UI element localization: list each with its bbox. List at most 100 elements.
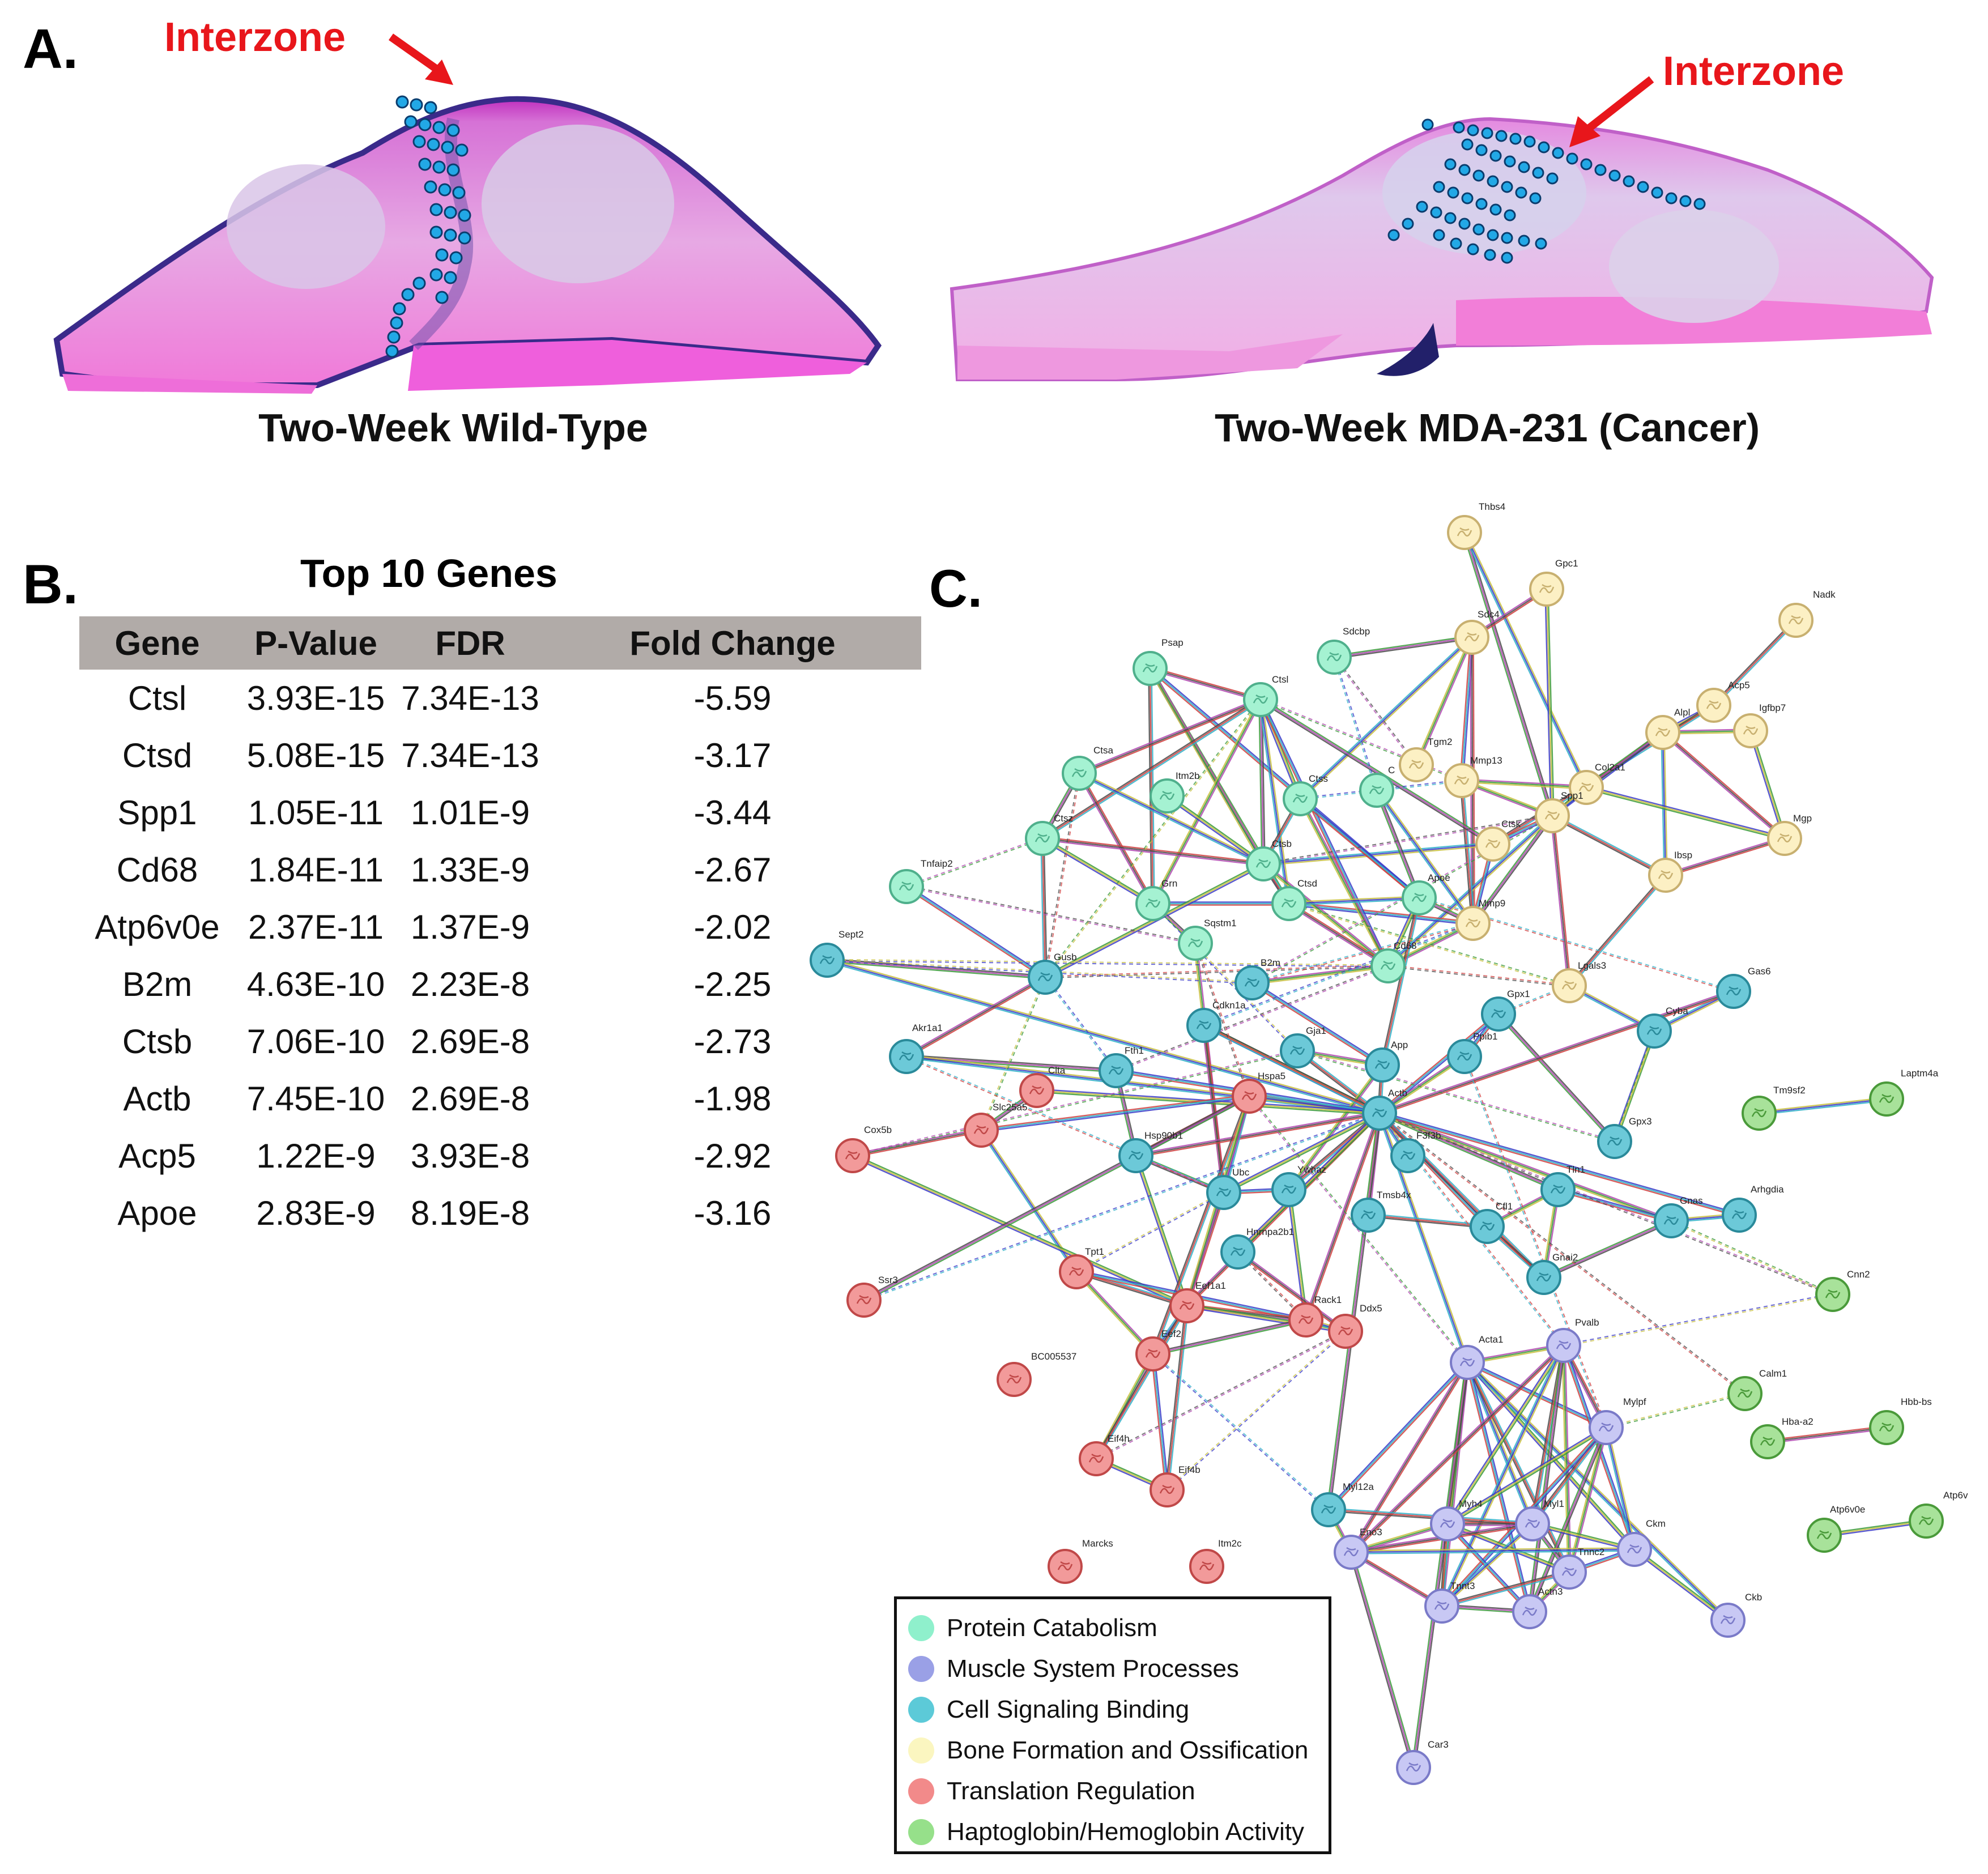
network-edge: [1533, 1428, 1608, 1526]
network-edge: [1474, 816, 1555, 925]
network-edge: [1543, 1220, 1672, 1279]
network-node-label: Myl12a: [1343, 1481, 1374, 1492]
network-edge: [1414, 636, 1471, 765]
network-edge: [1096, 1331, 1347, 1460]
network-edge: [1552, 815, 1666, 876]
network-edge: [863, 1094, 1249, 1300]
network-edge: [906, 885, 1196, 943]
network-edge: [906, 978, 1046, 1059]
network-edge: [1368, 1214, 1488, 1228]
network-node-label: Nadk: [1813, 589, 1836, 600]
protein-structure-icon: [1244, 977, 1260, 987]
network-node: Alpl: [1645, 707, 1690, 750]
network-edge: [1442, 1573, 1570, 1608]
network-edge: [1328, 1362, 1468, 1510]
network-edge: [906, 1054, 1117, 1070]
network-node-label: Tmsb4x: [1377, 1190, 1411, 1200]
network-edge: [1543, 1219, 1671, 1277]
legend-item-haptoglobin-hemoglobin: Haptoglobin/Hemoglobin Activity: [908, 1812, 1304, 1852]
header-p-value: P-Value: [235, 616, 397, 670]
network-edge: [1530, 1428, 1608, 1613]
network-node: Actb: [1362, 1088, 1407, 1131]
network-edge: [1166, 1305, 1188, 1490]
network-edge: [1550, 816, 1569, 986]
network-node-label: Cfl1: [1496, 1201, 1513, 1212]
network-edge: [1042, 836, 1264, 863]
network-edge: [1334, 638, 1472, 659]
network-edge: [1288, 1064, 1383, 1190]
network-node-label: Ctsd: [1297, 878, 1317, 889]
network-edge: [1465, 531, 1589, 787]
network-edge: [1258, 700, 1288, 904]
protein-structure-icon: [1216, 1187, 1232, 1197]
network-node-label: Hbb-bs: [1901, 1396, 1932, 1407]
p-value-cell: 2.83E-9: [256, 1194, 376, 1232]
network-edge: [1263, 845, 1493, 866]
network-edge: [1442, 1524, 1534, 1608]
network-edge: [1153, 902, 1299, 1051]
network-node-label: Fth1: [1125, 1045, 1144, 1056]
network-edge: [1251, 982, 1383, 1066]
network-edge: [1080, 772, 1155, 904]
network-edge: [1759, 1097, 1887, 1113]
network-edge: [1152, 699, 1262, 904]
network-edge: [1530, 1345, 1566, 1612]
protein-structure-icon: [1525, 1518, 1540, 1528]
protein-structure-icon: [1731, 1209, 1747, 1220]
protein-structure-icon: [1292, 793, 1308, 803]
network-edge: [1759, 1100, 1887, 1115]
protein-structure-icon: [819, 955, 835, 965]
network-edge: [1446, 1345, 1565, 1524]
network-node-label: Eno3: [1360, 1527, 1382, 1537]
network-node-label: Gpx3: [1629, 1116, 1652, 1127]
legend-label: Haptoglobin/Hemoglobin Activity: [947, 1818, 1305, 1846]
network-node: Eef2: [1135, 1328, 1181, 1372]
protein-structure-icon: [1561, 1566, 1577, 1577]
network-edge: [906, 885, 1046, 978]
network-node-label: Itm2c: [1218, 1538, 1242, 1549]
network-edge: [1299, 798, 1389, 966]
wild-type-tissue-section: [53, 95, 882, 394]
p-value-cell: 7.06E-10: [246, 1023, 385, 1060]
network-edge: [1378, 1113, 1745, 1395]
network-node-label: Cnn2: [1847, 1269, 1870, 1280]
network-node: BC005537: [997, 1351, 1076, 1397]
protein-structure-icon: [1459, 1357, 1475, 1367]
network-node-label: Eef1a1: [1195, 1280, 1226, 1291]
network-node-label: Lgals3: [1578, 960, 1606, 971]
network-node: Tnnt3: [1424, 1581, 1475, 1624]
network-node-label: Pvalb: [1575, 1317, 1599, 1328]
cancer-tissue-section: [950, 117, 1934, 381]
network-edge: [1557, 1190, 1671, 1223]
network-edge: [853, 1051, 1298, 1157]
fold-change-cell: -2.73: [693, 1023, 772, 1060]
legend-label: Translation Regulation: [947, 1777, 1195, 1805]
network-node: Hnrnpa2b1: [1220, 1226, 1294, 1270]
protein-structure-icon: [1057, 1561, 1073, 1571]
network-edge: [1224, 1114, 1381, 1195]
network-edge: [827, 960, 1388, 968]
protein-structure-icon: [1029, 1085, 1045, 1095]
network-edge: [1665, 837, 1785, 876]
network-edge: [1467, 1360, 1607, 1427]
network-node: Cdkn1a: [1186, 1000, 1246, 1043]
protein-structure-icon: [1751, 1108, 1767, 1118]
network-edge: [1465, 531, 1555, 816]
network-edge: [1095, 1353, 1154, 1459]
network-node: F3f3b: [1390, 1130, 1441, 1173]
network-edge: [1333, 657, 1377, 791]
protein-structure-icon: [1726, 986, 1742, 996]
network-edge: [1380, 1111, 1833, 1294]
protein-structure-icon: [1298, 1314, 1314, 1324]
network-edge: [1530, 1345, 1563, 1524]
network-node-label: Actb: [1388, 1088, 1407, 1098]
protein-structure-icon: [973, 1125, 989, 1135]
network-edge: [1334, 635, 1472, 657]
network-node: Mmp13: [1444, 755, 1502, 798]
network-edge: [1586, 788, 1785, 841]
network-node-label: Eef2: [1161, 1328, 1181, 1339]
network-node-label: Alpl: [1674, 707, 1690, 718]
network-edge: [1607, 1427, 1637, 1549]
network-node-label: Ibsp: [1674, 850, 1692, 861]
